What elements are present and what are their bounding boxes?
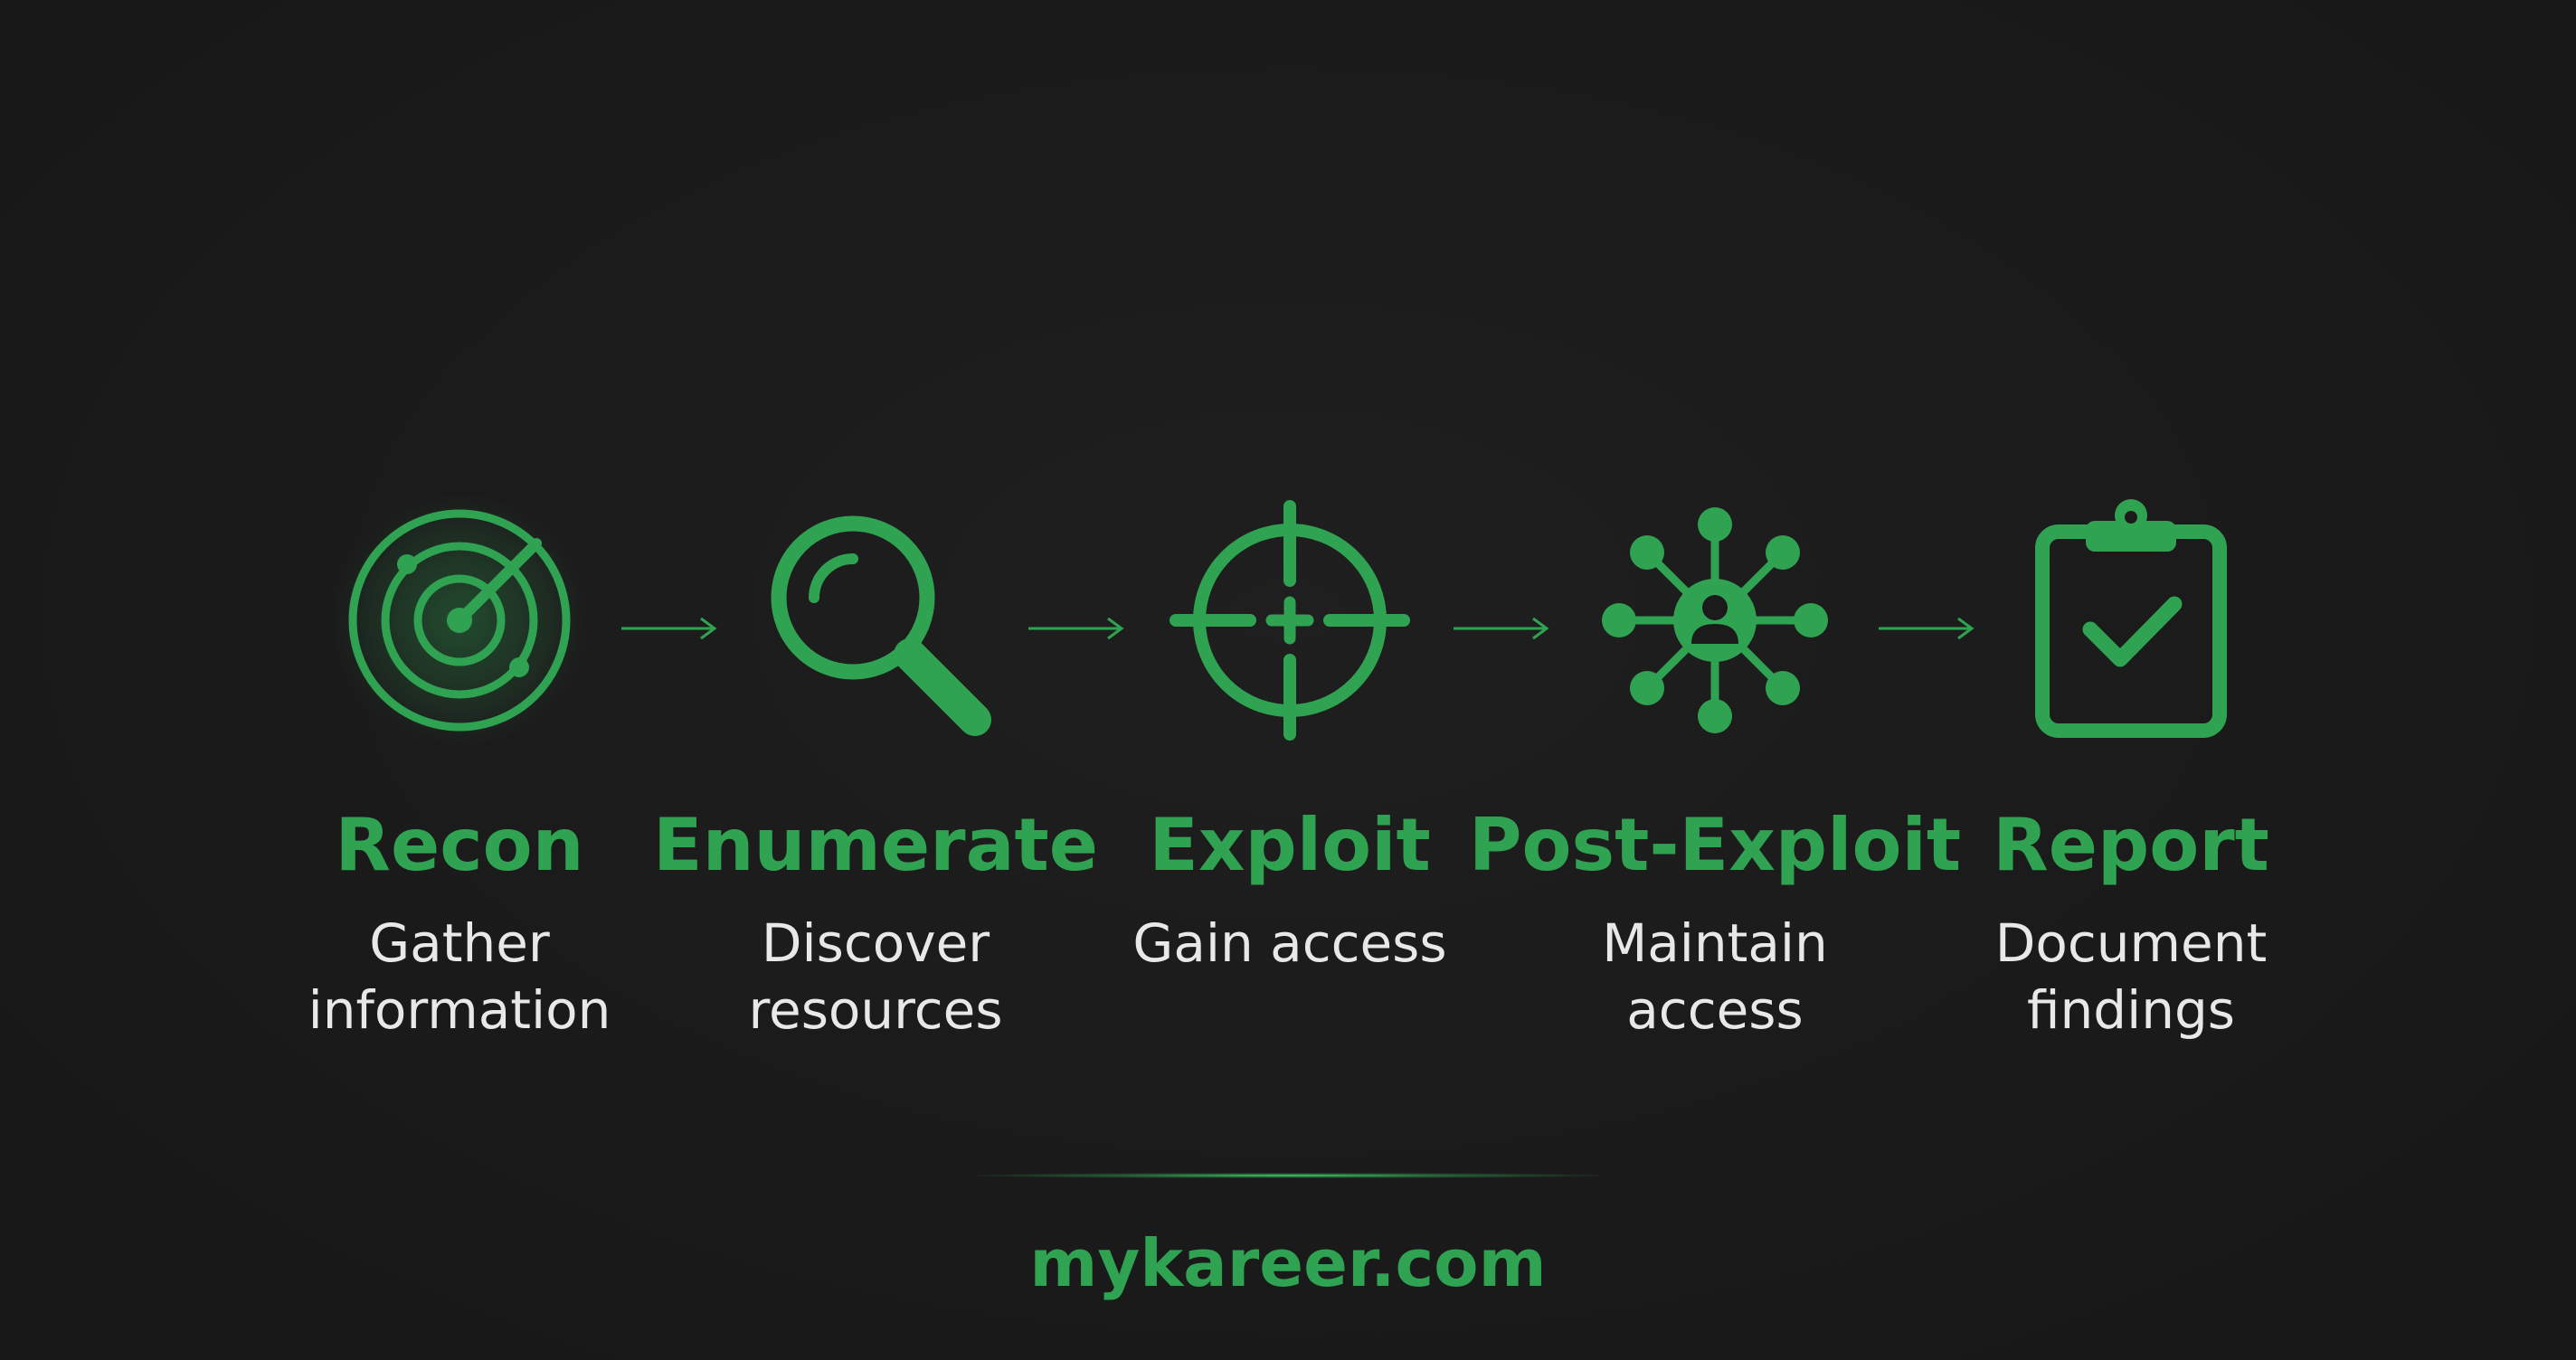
arrow-icon [1877,615,1976,642]
step-title-report: Report [1993,803,2269,887]
magnifier-icon [758,503,993,738]
footer-site-name: mykareer.com [1029,1225,1547,1301]
arrow-icon [1027,615,1126,642]
step-description-exploit: Gain access [1132,912,1447,974]
arrow-icon [620,615,719,642]
step-title-enumerate: Enumerate [652,803,1099,887]
step-description-enumerate: Discover resources [748,912,1003,1041]
arrow-icon [1452,615,1551,642]
network-user-icon [1597,503,1833,738]
step-description-recon: Gather information [308,912,611,1041]
step-title-recon: Recon [335,803,584,887]
clipboard-check-icon [2013,499,2249,738]
divider-glow-line [977,1173,1601,1178]
crosshair-icon [1170,500,1410,741]
step-description-post-exploit: Maintain access [1602,912,1828,1041]
step-title-exploit: Exploit [1149,803,1431,887]
radar-icon [333,494,586,747]
step-description-report: Document findings [1994,912,2268,1041]
step-title-post-exploit: Post-Exploit [1468,803,1962,887]
